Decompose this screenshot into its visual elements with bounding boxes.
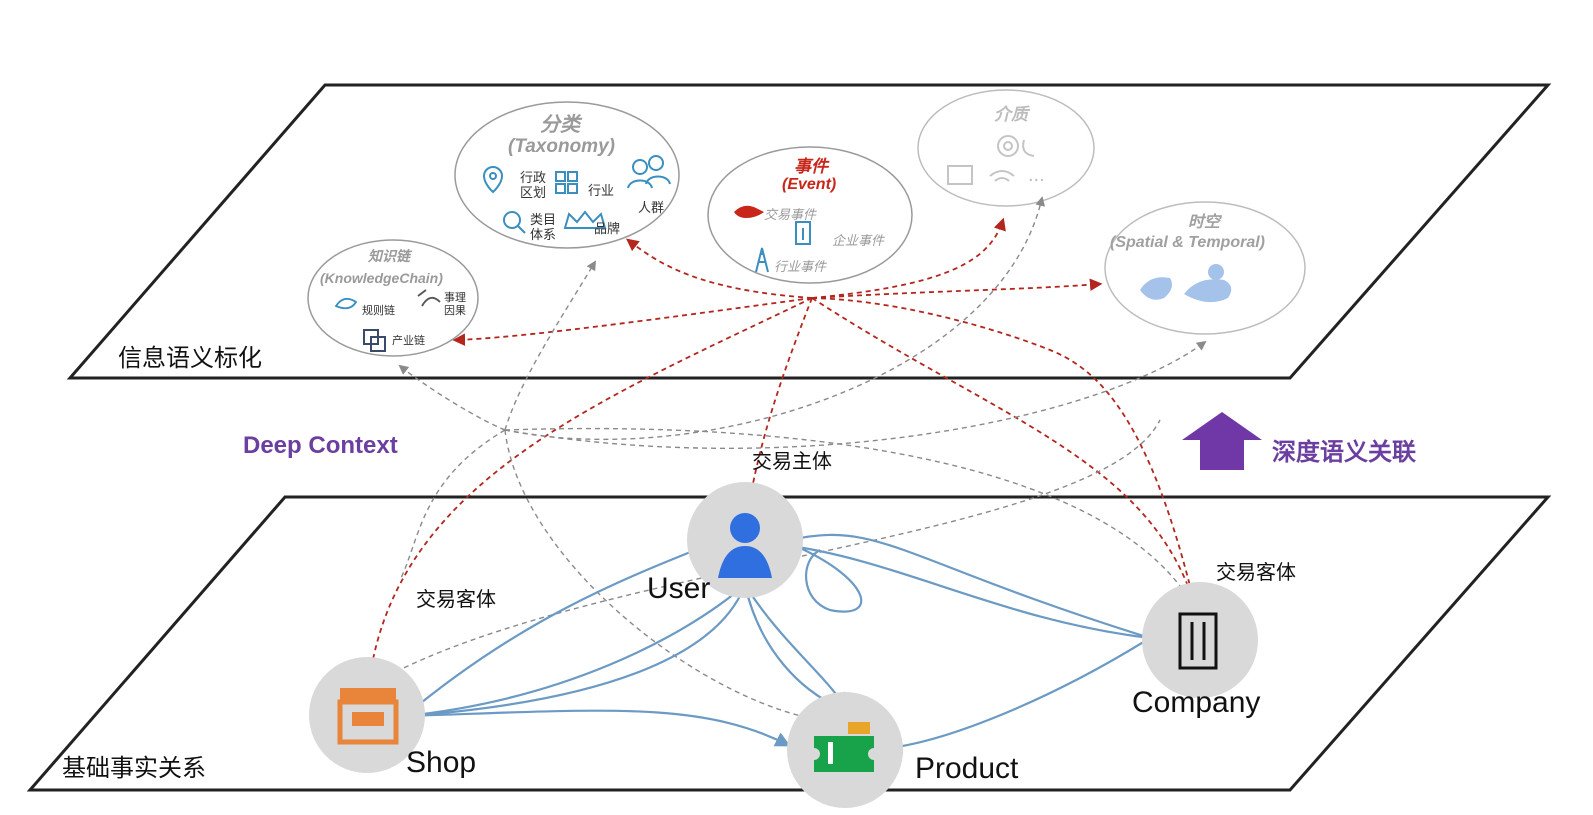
industry-chain-icon — [363, 329, 386, 352]
transaction-hand-icon — [734, 205, 764, 218]
medium-bubble — [917, 89, 1095, 207]
at-sign-icon — [997, 135, 1019, 157]
world-map-icon — [1140, 264, 1232, 303]
product-icon — [814, 722, 874, 772]
crown-brand-icon — [563, 210, 607, 229]
people-group-icon — [627, 155, 671, 189]
association-up-arrow-icon — [1182, 412, 1262, 470]
spatial-temporal-subtitle: (Spatial & Temporal) — [1110, 234, 1265, 251]
event-item-industry: 行业事件 — [774, 259, 827, 274]
event-item-enterprise: 企业事件 — [832, 233, 885, 248]
user-icon — [718, 513, 772, 578]
taxonomy-item-brand: 品牌 — [594, 221, 621, 236]
bottom-layer-label: 基础事实关系 — [62, 755, 206, 782]
wifi-icon — [989, 170, 1015, 182]
shop-label: Shop — [406, 746, 477, 779]
rule-chain-icon — [334, 297, 358, 310]
relation-object-right-label: 交易客体 — [1216, 562, 1296, 584]
spatial-temporal-title: 时空 — [1188, 214, 1221, 231]
company-node — [1142, 582, 1258, 698]
product-label: Product — [915, 752, 1019, 785]
phone-icon — [1022, 139, 1035, 157]
shop-icon — [337, 688, 399, 745]
taxonomy-item-industry: 行业 — [588, 183, 615, 198]
knowledge-chain-item-causal: 事理因果 — [444, 292, 466, 317]
knowledge-chain-item-rule: 规则链 — [362, 305, 395, 317]
relation-subject-label: 交易主体 — [752, 451, 832, 473]
company-label: Company — [1132, 686, 1261, 719]
category-search-icon — [503, 211, 526, 234]
company-building-icon — [1178, 612, 1218, 670]
context-arrows — [379, 196, 1207, 721]
region-blocks-icon — [555, 171, 578, 194]
enterprise-building-icon — [795, 221, 811, 245]
relation-object-left-label: 交易客体 — [416, 589, 496, 611]
taxonomy-item-category: 类目体系 — [530, 212, 557, 242]
event-arrows — [365, 217, 1199, 679]
taxonomy-subtitle: (Taxonomy) — [508, 136, 615, 157]
taxonomy-item-crowd: 人群 — [638, 200, 665, 215]
industry-tower-icon — [755, 247, 769, 273]
knowledge-chain-subtitle: (KnowledgeChain) — [320, 270, 443, 286]
location-pin-icon — [482, 166, 504, 194]
screen-icon — [947, 165, 973, 185]
knowledge-chain-title: 知识链 — [368, 248, 410, 264]
spatial-temporal-bubble — [1104, 201, 1306, 335]
event-title: 事件 — [794, 157, 828, 176]
taxonomy-title: 分类 — [540, 114, 580, 136]
medium-title: 介质 — [994, 105, 1028, 124]
event-item-transaction: 交易事件 — [764, 207, 817, 222]
knowledge-chain-bubble — [307, 239, 479, 357]
taxonomy-item-region: 行政区划 — [520, 170, 547, 200]
top-layer-label: 信息语义标化 — [118, 345, 262, 372]
fact-arrows — [404, 533, 1151, 754]
deep-context-label: Deep Context — [243, 432, 398, 459]
event-subtitle: (Event) — [782, 176, 837, 193]
deep-association-label: 深度语义关联 — [1272, 439, 1416, 466]
causal-link-icon — [417, 289, 441, 307]
user-label: User — [647, 572, 711, 605]
knowledge-chain-item-industry: 产业链 — [392, 335, 425, 347]
event-bubble — [707, 146, 913, 284]
medium-more: ... — [1028, 164, 1045, 186]
